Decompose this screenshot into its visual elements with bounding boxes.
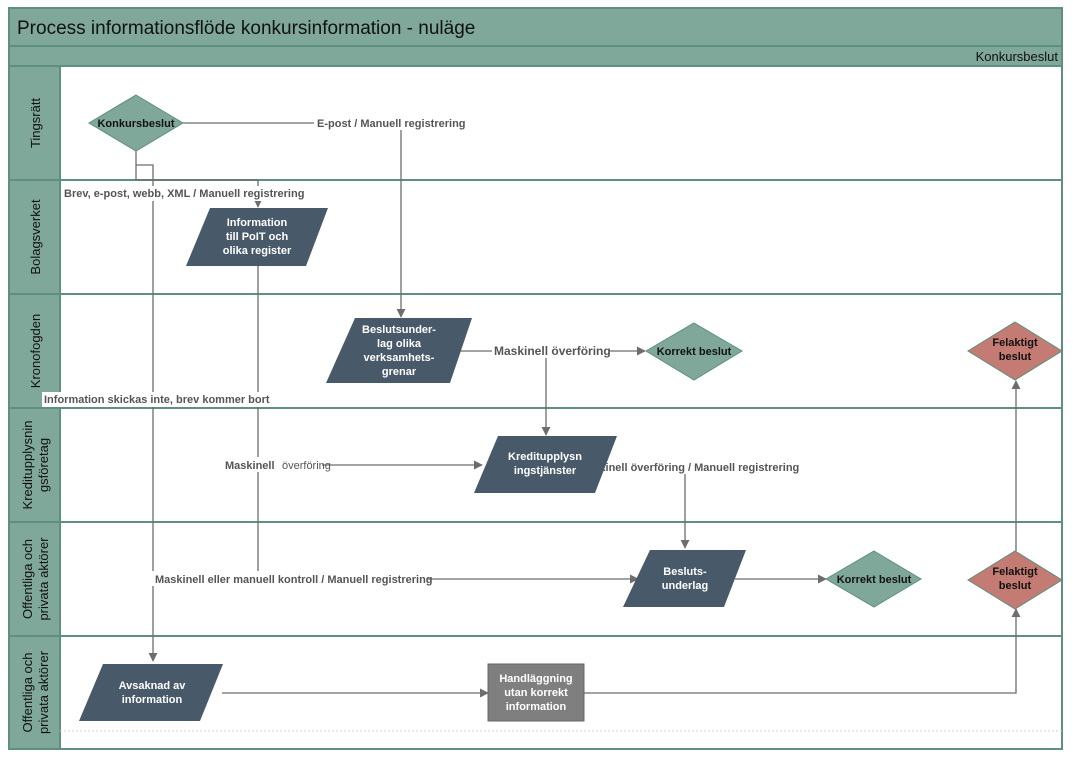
node-label-line: Felaktigt xyxy=(992,337,1038,349)
node-label-line: grenar xyxy=(382,366,417,378)
parallelogram-shape xyxy=(186,208,328,266)
handlaggning-node[interactable]: Handläggning utan korrekt information xyxy=(487,663,585,722)
avsaknad-label: Avsaknad av information xyxy=(119,680,187,706)
avsaknad-node[interactable]: Avsaknad av information xyxy=(79,664,223,721)
korrekt-beslut-akt-node[interactable]: Korrekt beslut xyxy=(825,550,922,608)
swimlane-label: Bolagsverket xyxy=(28,199,43,275)
page-title: Process informationsflöde konkursinforma… xyxy=(17,18,475,39)
swimlane-label-line: Kreditupplysnin xyxy=(20,421,35,510)
process-rectangle xyxy=(487,663,585,722)
parallelogram-shape xyxy=(326,318,472,383)
title-bar xyxy=(8,7,1063,47)
felaktigt-beslut-akt-node[interactable]: Felaktigt beslut xyxy=(967,550,1063,610)
phase-label: Konkursbeslut xyxy=(976,49,1059,64)
kreditupplysning-node[interactable]: Kreditupplysn ingstjänster xyxy=(474,436,617,493)
diamond-green-icon xyxy=(645,322,743,381)
connector-handl-to-felaktigt xyxy=(584,608,1021,694)
felaktigt-beslut-kfm-label: Felaktigt beslut xyxy=(992,337,1038,363)
swimlane: Bolagsverket xyxy=(8,179,1063,295)
diamond-red-icon xyxy=(967,321,1063,381)
node-label-line: utan korrekt xyxy=(504,687,568,699)
diamond-red-icon xyxy=(967,550,1063,610)
swimlane-label-line: privata aktörer xyxy=(36,650,51,734)
swimlane-header xyxy=(8,179,61,295)
felaktigt-beslut-kfm-node[interactable]: Felaktigt beslut xyxy=(967,321,1063,381)
edge-label-maskinell-bold: Maskinell xyxy=(225,460,275,472)
node-label-line: underlag xyxy=(662,580,708,592)
node-label-line: Konkursbeslut xyxy=(97,118,174,130)
edge-label-brev: Brev, e-post, webb, XML / Manuell regist… xyxy=(64,188,304,200)
edge-label-overforing-regular: överföring xyxy=(282,460,331,472)
swimlane-label: Tingsrätt xyxy=(28,98,43,148)
node-label-line: olika register xyxy=(223,245,292,257)
felaktigt-beslut-akt-label: Felaktigt beslut xyxy=(992,566,1038,592)
swimlane-label: Offentliga ochprivata aktörer xyxy=(20,650,51,734)
node-label-line: Avsaknad av xyxy=(119,680,187,692)
swimlane-header xyxy=(8,407,61,523)
edge-label-maskinell-kred: Maskinell överföring xyxy=(225,456,331,473)
swimlane-label: Offentliga ochprivata aktörer xyxy=(20,537,51,621)
swimlane-label-line: Kronofogden xyxy=(28,314,43,388)
information-polt-label: Information till PoIT och olika register xyxy=(223,217,292,257)
korrekt-beslut-akt-label: Korrekt beslut xyxy=(837,574,912,586)
node-label-line: Kreditupplysn xyxy=(508,451,582,463)
edge-labels: E-post / Manuell registrering Brev, e-po… xyxy=(42,115,799,586)
information-polt-node[interactable]: Information till PoIT och olika register xyxy=(186,208,328,266)
node-label-line: Korrekt beslut xyxy=(657,346,732,358)
swimlane-label-line: gsföretag xyxy=(36,438,51,492)
node-label-line: information xyxy=(122,694,183,706)
swimlane-header xyxy=(8,635,61,750)
beslutsunderlag-kfm-label: Beslutsunder-lag olika verksamhets-grenar xyxy=(362,324,436,378)
node-label-line: beslut xyxy=(999,580,1032,592)
node-label-line: Beslutsunder- xyxy=(362,324,436,336)
edge-label-epost: E-post / Manuell registrering xyxy=(317,118,466,130)
diamond-green-icon xyxy=(88,94,184,152)
kreditupplysning-label: Kreditupplysn ingstjänster xyxy=(508,451,582,477)
lanes: TingsrättBolagsverketKronofogdenKreditup… xyxy=(8,65,1063,750)
node-label-line: Korrekt beslut xyxy=(837,574,912,586)
node-label-line: verksamhets- xyxy=(364,352,435,364)
edge-label-maskinell-manuell: Maskinell överföring / Manuell registrer… xyxy=(578,462,799,474)
swimlane-header xyxy=(8,65,61,181)
beslutsunderlag-akt-node[interactable]: Besluts-underlag xyxy=(623,550,746,607)
node-label-line: information xyxy=(506,701,567,713)
korrekt-beslut-kfm-node[interactable]: Korrekt beslut xyxy=(645,322,743,381)
node-label-line: Felaktigt xyxy=(992,566,1038,578)
parallelogram-shape xyxy=(623,550,746,607)
swimlane-label-line: privata aktörer xyxy=(36,537,51,621)
konkursbeslut-node[interactable]: Konkursbeslut xyxy=(88,94,184,152)
node-label-line: beslut xyxy=(999,351,1032,363)
swimlane-label: Kronofogden xyxy=(28,314,43,388)
parallelogram-shape xyxy=(79,664,223,721)
node-label-line: Handläggning xyxy=(499,673,572,685)
swimlane-body xyxy=(8,179,1063,295)
phase-header xyxy=(8,45,1063,67)
korrekt-beslut-kfm-label: Korrekt beslut xyxy=(657,346,732,358)
nodes: Konkursbeslut Information till PoIT och ol… xyxy=(79,94,1063,722)
node-label-line: Information xyxy=(227,217,288,229)
swimlane-label-line: Offentliga och xyxy=(20,539,35,619)
konkursbeslut-label: Konkursbeslut xyxy=(97,118,174,130)
edge-label-maskinell-kfm: Maskinell överföring xyxy=(494,344,611,358)
edge-label-skickas-inte: Information skickas inte, brev kommer bo… xyxy=(44,394,270,406)
swimlane-label-line: Bolagsverket xyxy=(28,199,43,275)
beslutsunderlag-kfm-node[interactable]: Beslutsunder-lag olika verksamhets-grenar xyxy=(326,318,472,383)
diamond-green-icon xyxy=(825,550,922,608)
edge-label-kontroll: Maskinell eller manuell kontroll / Manue… xyxy=(155,574,433,586)
swimlane-label-line: Tingsrätt xyxy=(28,98,43,148)
parallelogram-shape xyxy=(474,436,617,493)
beslutsunderlag-akt-label: Besluts-underlag xyxy=(662,566,708,592)
node-label-line: Besluts- xyxy=(663,566,707,578)
swimlane-label-line: Offentliga och xyxy=(20,653,35,733)
swimlane-label: Kreditupplysningsföretag xyxy=(20,421,51,510)
node-label-line: till PoIT och xyxy=(226,231,289,243)
connector-konkurs-to-avsaknad xyxy=(136,164,158,662)
node-label-line: lag olika xyxy=(377,338,422,350)
handlaggning-label: Handläggning utan korrekt information xyxy=(499,673,572,713)
node-label-line: ingstjänster xyxy=(514,465,577,477)
